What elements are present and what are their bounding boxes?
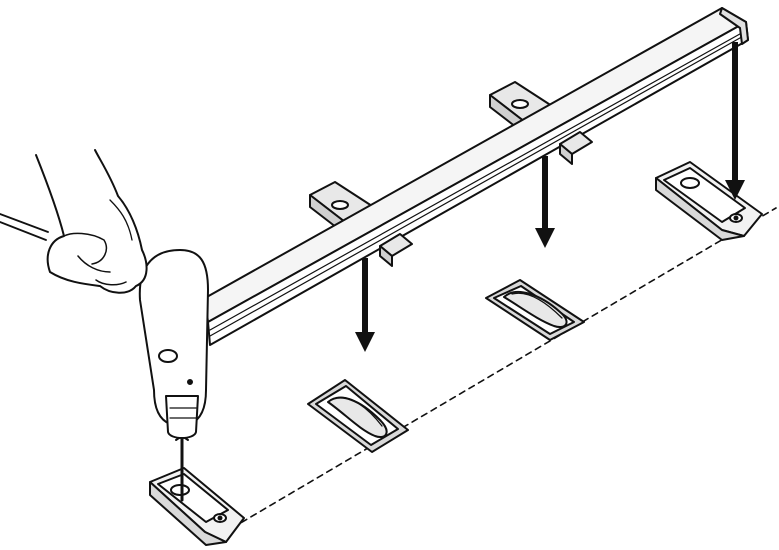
hand — [35, 149, 148, 294]
alignment-dashed-line — [231, 207, 777, 529]
mounting-foot-left — [149, 467, 245, 546]
down-arrow-3 — [725, 42, 745, 200]
drill — [0, 213, 209, 502]
adhesive-pad-left — [307, 379, 409, 453]
adhesive-pad-right — [485, 279, 585, 341]
mounting-foot-right — [655, 161, 763, 241]
down-arrow-1 — [355, 258, 375, 352]
rail-bracket-4 — [559, 131, 593, 165]
down-arrow-2 — [535, 156, 555, 248]
rail-bracket-3 — [379, 233, 413, 267]
